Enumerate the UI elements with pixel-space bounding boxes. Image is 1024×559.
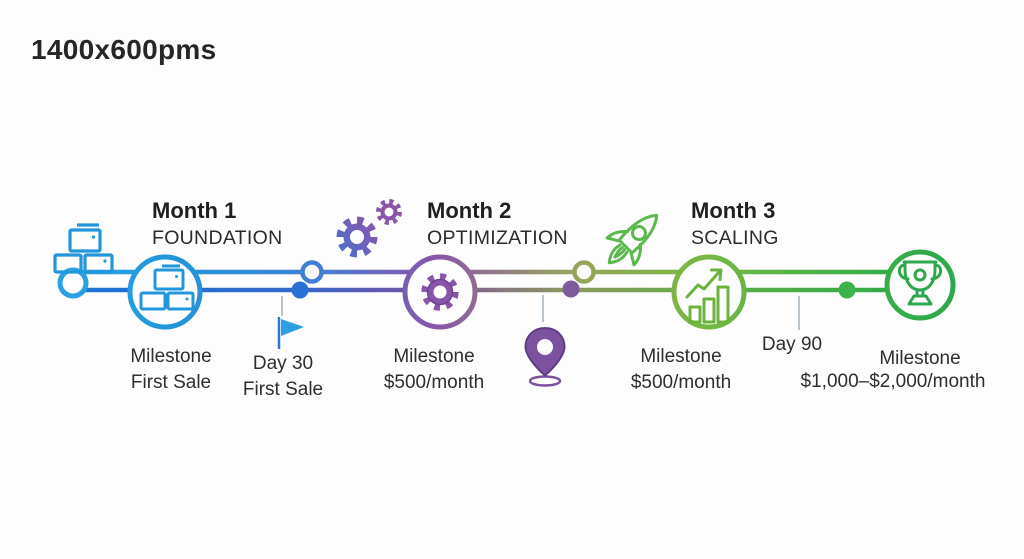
phase-3-heading: Month 3 SCALING (691, 197, 779, 249)
mid2-node-dot (562, 280, 580, 298)
day30-node-ring (300, 260, 324, 284)
milestone-1-label: Milestone (130, 346, 212, 367)
start-terminal-ring (57, 267, 89, 299)
phase-1-month: Month 1 (152, 198, 237, 223)
milestone-1-value: First Sale (130, 371, 212, 393)
gear-icon (421, 273, 459, 311)
phase-1-subtitle: FOUNDATION (152, 227, 283, 249)
final-milestone-label-wrap: Milestone (810, 346, 1024, 372)
day30-node-dot (291, 281, 309, 299)
day-90-marker: Day 90 (682, 332, 902, 358)
phase-2-month: Month 2 (427, 198, 512, 223)
phase-3-month: Month 3 (691, 198, 776, 223)
milestone-3: Milestone $500/month (571, 344, 791, 395)
milestone-2-label: Milestone (393, 346, 475, 367)
phase-1-heading: Month 1 FOUNDATION (152, 197, 282, 249)
final-milestone-value-wrap: $1,000–$2,000/month (773, 369, 1013, 395)
gears-icon (336, 199, 402, 258)
milestone-2-value: $500/month (383, 371, 485, 393)
rocket-icon (605, 213, 659, 267)
growth-chart-icon (685, 268, 730, 324)
day-30-sublabel: First Sale (242, 378, 324, 400)
boxes-icon (53, 223, 114, 274)
milestone-3-value: $500/month (630, 371, 732, 393)
milestone-1: Milestone First Sale (61, 344, 281, 395)
final-milestone-value: $1,000–$2,000/month (800, 371, 986, 392)
page-title: 1400x600pms (31, 34, 217, 65)
day-30-label: Day 30 (252, 353, 314, 374)
day-90-label: Day 90 (761, 334, 823, 355)
marker-tick-lines (281, 295, 800, 330)
boxes-icon (139, 264, 195, 311)
scaling-bubble (671, 254, 747, 330)
day90-node-dot (838, 281, 856, 299)
final-milestone-label: Milestone (879, 348, 961, 369)
milestone-3-label: Milestone (640, 346, 722, 367)
pin-icon (524, 326, 566, 387)
day-30-marker: Day 30 First Sale (173, 351, 393, 402)
milestone-2: Milestone $500/month (324, 344, 544, 395)
mid2-node-ring (572, 260, 596, 284)
phase-3-subtitle: SCALING (691, 227, 779, 249)
phase-2-subtitle: OPTIMIZATION (427, 227, 568, 249)
flag-icon (277, 317, 304, 349)
phase-2-heading: Month 2 OPTIMIZATION (427, 197, 568, 249)
trophy-icon (897, 260, 943, 306)
